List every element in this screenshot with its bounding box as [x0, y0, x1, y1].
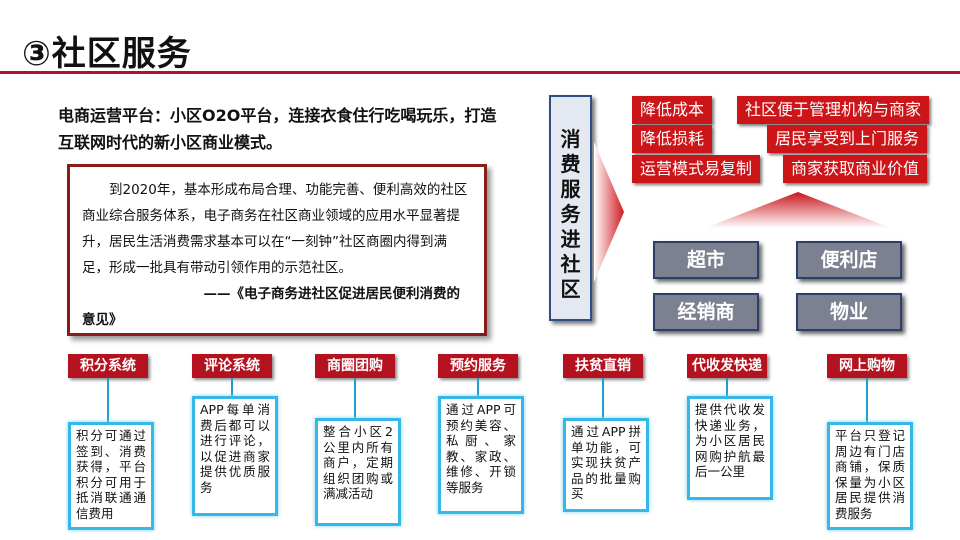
header-divider [0, 71, 960, 74]
connector-line [107, 378, 109, 425]
benefit-tag-merchant-value: 商家获取商业价值 [783, 155, 928, 183]
policy-quote-box: 到2020年，基本形成布局合理、功能完善、便利高效的社区商业综合服务体系，电子商… [67, 164, 487, 336]
up-arrow-icon [705, 192, 891, 228]
feature-label-points: 积分系统 [68, 354, 148, 378]
vertical-banner-label: 消 费 服 务 进 社 区 [551, 127, 590, 302]
benefit-tag-door-service: 居民享受到上门服务 [767, 125, 928, 153]
quote-source: ——《电子商务进社区促进居民便利消费的意见》 [82, 286, 460, 328]
benefit-tag-management: 社区便于管理机构与商家 [737, 96, 930, 124]
connector-line [231, 378, 233, 398]
category-property: 物业 [796, 293, 902, 331]
feature-label-group-buy: 商圈团购 [315, 354, 395, 378]
category-supermarket: 超市 [653, 241, 759, 279]
banner-char: 进 [560, 227, 581, 251]
category-convenience-store: 便利店 [796, 241, 902, 279]
feature-label-poverty-direct: 扶贫直销 [563, 354, 643, 378]
banner-char: 服 [560, 177, 581, 201]
connector-line [354, 378, 356, 421]
category-distributor: 经销商 [653, 293, 759, 331]
feature-desc-express: 提供代收发快递业务，为小区居民网购护航最后一公里 [687, 396, 773, 500]
connector-line [726, 378, 728, 398]
intro-text: 电商运营平台：小区O2O平台，连接衣食住行吃喝玩乐，打造互联网时代的新小区商业模… [58, 106, 497, 152]
benefit-tag-reduce-cost: 降低成本 [632, 96, 713, 124]
quote-text: 到2020年，基本形成布局合理、功能完善、便利高效的社区商业综合服务体系，电子商… [82, 182, 468, 276]
banner-char: 务 [560, 202, 581, 226]
benefit-tag-replicable: 运营模式易复制 [632, 155, 761, 183]
feature-label-reviews: 评论系统 [192, 354, 272, 378]
feature-desc-group-buy: 整合小区2公里内所有商户，定期组织团购或满减活动 [315, 418, 401, 526]
feature-label-booking: 预约服务 [438, 354, 518, 378]
benefit-tag-reduce-loss: 降低损耗 [632, 125, 713, 153]
banner-char: 费 [560, 152, 581, 176]
banner-char: 消 [560, 127, 581, 151]
banner-char: 区 [560, 277, 581, 301]
feature-desc-online-shopping: 平台只登记周边有门店商铺，保质保量为小区居民提供消费服务 [827, 422, 913, 530]
feature-desc-reviews: APP每单消费后都可以进行评论，以促进商家提供优质服务 [192, 396, 278, 516]
connector-line [477, 378, 479, 398]
connector-line [602, 378, 604, 421]
banner-char: 社 [560, 252, 581, 276]
feature-desc-poverty-direct: 通过APP拼单功能，可实现扶贫产品的批量购买 [563, 418, 649, 512]
feature-label-express: 代收发快递 [687, 354, 767, 378]
right-arrow-icon [594, 142, 624, 282]
vertical-banner: 消 费 服 务 进 社 区 [549, 95, 592, 321]
page-title: ③社区服务 [22, 34, 192, 74]
feature-label-online-shopping: 网上购物 [827, 354, 907, 378]
connector-line [866, 378, 868, 425]
feature-desc-points: 积分可通过签到、消费获得，平台积分可用于抵消联通通信费用 [68, 422, 154, 530]
feature-desc-booking: 通过APP可预约美容、私厨、家教、家政、维修、开锁等服务 [438, 396, 524, 514]
